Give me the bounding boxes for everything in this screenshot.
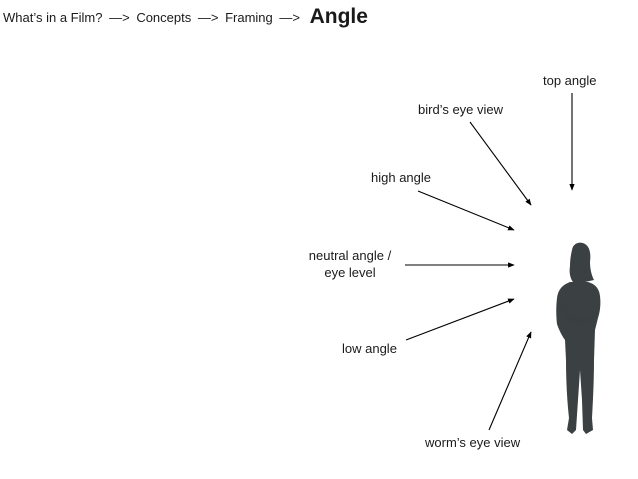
breadcrumb-separator: —> bbox=[279, 10, 300, 25]
breadcrumb: What’s in a Film? —> Concepts —> Framing… bbox=[3, 5, 368, 30]
label-high-angle: high angle bbox=[371, 170, 431, 185]
page-title: Angle bbox=[309, 5, 368, 28]
label-neutral-angle-line1: neutral angle / bbox=[308, 248, 392, 263]
breadcrumb-item-framing: Framing bbox=[225, 10, 273, 25]
label-low-angle: low angle bbox=[342, 341, 397, 356]
label-top-angle: top angle bbox=[543, 73, 597, 88]
arrow-low-angle bbox=[405, 298, 515, 341]
label-worms-eye-view: worm’s eye view bbox=[425, 435, 521, 450]
breadcrumb-item-whats-in-a-film: What’s in a Film? bbox=[3, 10, 103, 25]
person-silhouette-icon bbox=[556, 242, 601, 434]
arrow-worms-eye-view bbox=[488, 331, 532, 431]
arrow-high-angle bbox=[417, 190, 515, 231]
breadcrumb-item-concepts: Concepts bbox=[136, 10, 192, 25]
label-birds-eye-view: bird’s eye view bbox=[418, 102, 504, 117]
breadcrumb-separator: —> bbox=[197, 10, 219, 25]
arrow-birds-eye-view bbox=[469, 121, 532, 206]
breadcrumb-separator: —> bbox=[109, 10, 130, 25]
label-neutral-angle: neutral angle / eye level bbox=[300, 247, 400, 281]
label-neutral-angle-line2: eye level bbox=[324, 265, 376, 280]
